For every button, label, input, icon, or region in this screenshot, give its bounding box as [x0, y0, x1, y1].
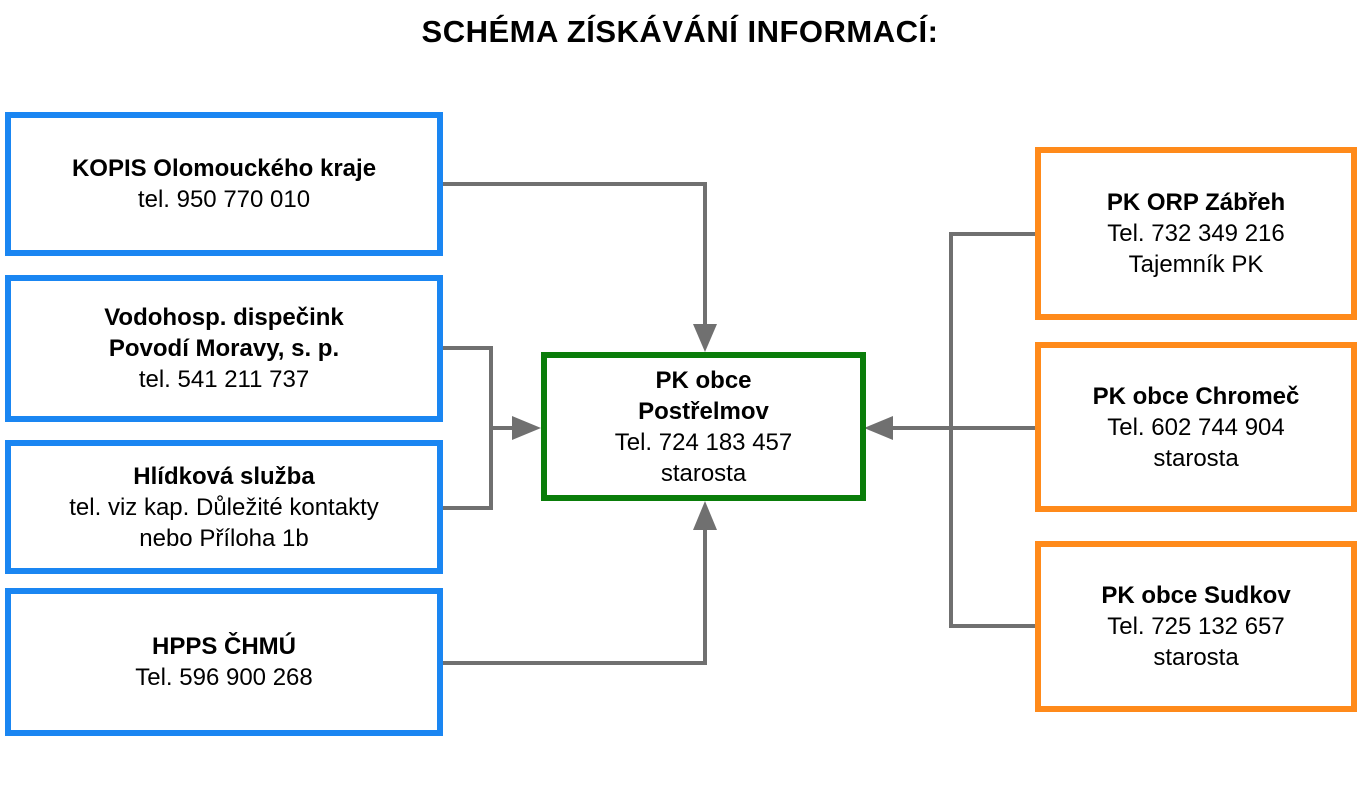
- chromec-phone: Tel. 602 744 904: [1107, 413, 1285, 441]
- chromec-box: PK obce Chromeč Tel. 602 744 904 starost…: [1035, 342, 1357, 512]
- postrelmov-box: PK obce Postřelmov Tel. 724 183 457 star…: [541, 352, 866, 501]
- kopis-phone: tel. 950 770 010: [137, 186, 311, 213]
- zabreh-box: PK ORP Zábřeh Tel. 732 349 216 Tajemník …: [1035, 147, 1357, 320]
- arrow-down-head: [693, 324, 717, 352]
- arrow-up-head: [693, 501, 717, 530]
- kopis-box: KOPIS Olomouckého kraje tel. 950 770 010: [5, 112, 443, 256]
- sudkov-box: PK obce Sudkov Tel. 725 132 657 starosta: [1035, 541, 1357, 712]
- vodohosp-box: Vodohosp. dispečink Povodí Moravy, s. p.…: [5, 275, 443, 422]
- connector-hpps: [441, 522, 707, 665]
- hpps-box: HPPS ČHMÚ Tel. 596 900 268: [5, 588, 443, 736]
- chromec-name: PK obce Chromeč: [1092, 382, 1300, 410]
- hlidkova-contact-line-1: tel. viz kap. Důležité kontakty: [69, 493, 379, 521]
- postrelmov-phone: Tel. 724 183 457: [614, 428, 793, 456]
- diagram-title: SCHÉMA ZÍSKÁVÁNÍ INFORMACÍ:: [421, 14, 939, 49]
- zabreh-name: PK ORP Zábřeh: [1106, 189, 1286, 216]
- postrelmov-name-line-2: Postřelmov: [638, 397, 769, 425]
- hlidkova-contact-line-2: nebo Příloha 1b: [139, 524, 309, 552]
- connector-kopis: [441, 182, 707, 342]
- connector-vodohosp: [441, 346, 493, 510]
- chromec-role: starosta: [1153, 444, 1239, 472]
- sudkov-name: PK obce Sudkov: [1101, 582, 1291, 609]
- postrelmov-role: starosta: [660, 459, 747, 487]
- arrow-left-head: [864, 416, 893, 440]
- kopis-name: KOPIS Olomouckého kraje: [71, 155, 377, 182]
- vodohosp-name-line-1: Vodohosp. dispečink: [104, 304, 344, 331]
- hlidkova-box: Hlídková služba tel. viz kap. Důležité k…: [5, 440, 443, 574]
- hlidkova-name: Hlídková služba: [133, 462, 315, 490]
- sudkov-phone: Tel. 725 132 657: [1107, 613, 1285, 640]
- hpps-name: HPPS ČHMÚ: [151, 633, 296, 660]
- postrelmov-name-line-1: PK obce: [655, 366, 752, 394]
- vodohosp-name-line-2: Povodí Moravy, s. p.: [108, 335, 340, 362]
- zabreh-phone: Tel. 732 349 216: [1107, 220, 1285, 247]
- vodohosp-phone: tel. 541 211 737: [138, 366, 310, 393]
- sudkov-role: starosta: [1153, 644, 1239, 671]
- zabreh-role: Tajemník PK: [1128, 251, 1264, 278]
- arrow-right-head: [512, 416, 541, 440]
- hpps-phone: Tel. 596 900 268: [135, 664, 313, 691]
